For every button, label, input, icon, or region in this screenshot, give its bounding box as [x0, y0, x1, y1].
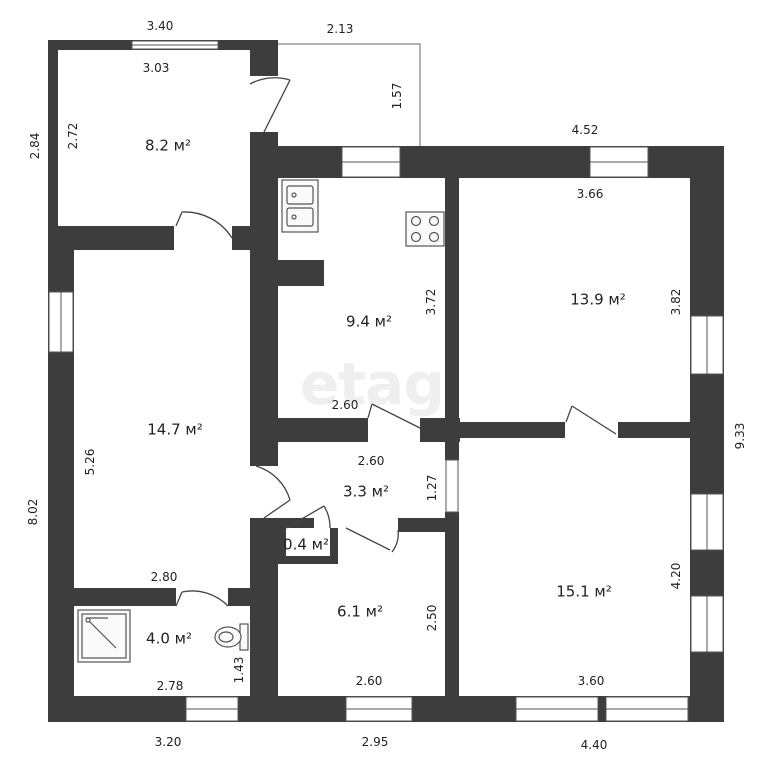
dim-living-height: 5.26	[83, 448, 97, 476]
wall	[278, 528, 286, 562]
dim-room-mid-height: 2.50	[425, 604, 439, 632]
wall	[48, 226, 174, 250]
dim-porch-width: 2.13	[326, 22, 354, 36]
door	[263, 79, 291, 133]
door	[367, 403, 373, 419]
dim-porch-depth: 1.57	[390, 82, 404, 110]
stove-icon	[405, 211, 445, 247]
wall	[250, 518, 278, 722]
wall	[48, 588, 176, 606]
door	[175, 591, 183, 607]
watermark-text: etagi	[300, 350, 464, 418]
wall	[618, 422, 698, 438]
area-hall: 3.3 м²	[343, 482, 389, 501]
door	[285, 505, 325, 529]
dim-bottom-right-width: 3.60	[577, 674, 605, 688]
wall	[398, 518, 458, 532]
wall	[278, 418, 368, 442]
dim-top-right-outer: 4.52	[571, 123, 599, 137]
wall	[330, 528, 338, 564]
toilet-icon	[214, 623, 249, 651]
windows	[48, 40, 724, 722]
double-sink-icon	[281, 179, 319, 233]
dim-left-outer: 8.02	[26, 498, 40, 526]
area-closet: 0.4 м²	[283, 535, 329, 554]
wall	[278, 260, 324, 286]
dim-kitchen-height: 3.72	[424, 288, 438, 316]
dim-bathroom-width: 2.78	[156, 679, 184, 693]
wall	[445, 512, 459, 722]
area-kitchen: 9.4 м²	[346, 312, 392, 331]
dim-bottom-right-outer: 4.40	[580, 738, 608, 752]
area-room-top-left: 8.2 м²	[145, 136, 191, 155]
wall	[445, 178, 459, 460]
dim-right-outer: 9.33	[733, 422, 747, 450]
area-room-mid: 6.1 м²	[337, 602, 383, 621]
door	[175, 211, 183, 227]
area-room-top-right: 13.9 м²	[570, 290, 626, 309]
wall	[278, 556, 334, 564]
dim-kitchen-width: 2.60	[331, 398, 359, 412]
door	[345, 527, 391, 551]
porch-outline	[278, 43, 421, 146]
window	[445, 459, 459, 513]
wall	[250, 146, 724, 178]
dim-hall-width: 2.60	[357, 454, 385, 468]
wall	[228, 588, 278, 606]
area-room-bottom-right: 15.1 м²	[556, 582, 612, 601]
dim-living-width: 2.80	[150, 570, 178, 584]
door	[565, 405, 573, 423]
dim-left-upper-inner: 2.72	[66, 122, 80, 150]
area-living-left: 14.7 м²	[147, 420, 203, 439]
dim-top-left-outer: 3.40	[146, 19, 174, 33]
dim-top-right-inner: 3.66	[576, 187, 604, 201]
dim-top-left-inner: 3.03	[142, 61, 170, 75]
dim-hall-height: 1.27	[425, 474, 439, 502]
shower-tray-icon	[77, 609, 131, 663]
doors	[175, 77, 617, 607]
dim-bottom-right-height: 4.20	[669, 562, 683, 590]
dim-bathroom-height: 1.43	[232, 656, 246, 684]
dim-bottom-left-outer: 3.20	[154, 735, 182, 749]
dim-room-mid-width: 2.60	[355, 674, 383, 688]
wall	[445, 422, 565, 438]
area-bathroom: 4.0 м²	[146, 629, 192, 648]
wall	[250, 132, 278, 466]
dim-bottom-mid-outer: 2.95	[361, 735, 389, 749]
dim-right-upper-room: 3.82	[669, 288, 683, 316]
wall	[445, 438, 459, 460]
wall	[250, 40, 278, 76]
wall	[278, 518, 314, 528]
dim-left-upper-outer: 2.84	[28, 132, 42, 160]
